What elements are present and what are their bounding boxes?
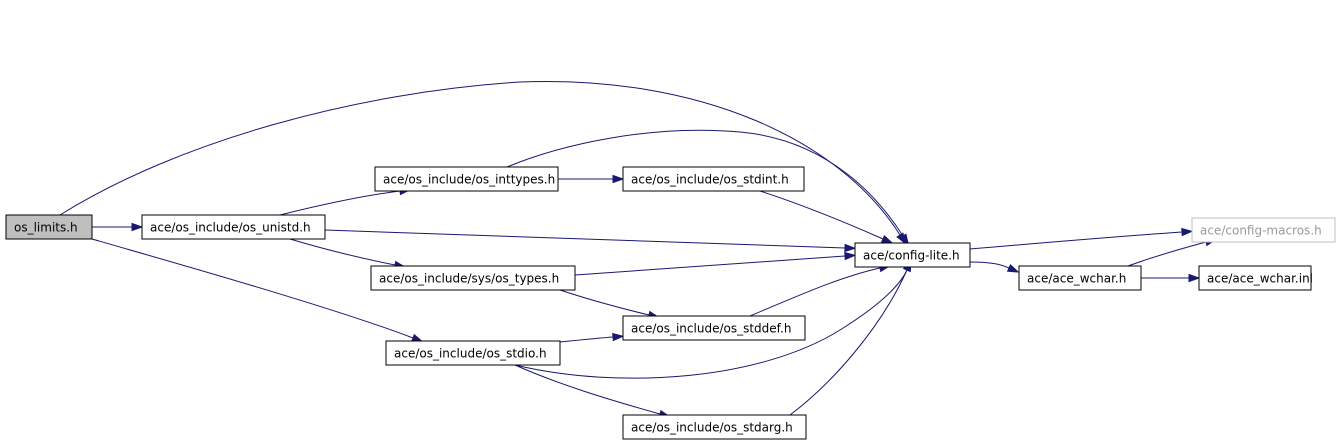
node-label: ace/os_include/os_stddef.h bbox=[631, 322, 791, 336]
edges-layer bbox=[59, 80, 1218, 418]
arrowhead bbox=[844, 243, 857, 253]
edge-os_limits-to-os_unistd bbox=[92, 222, 144, 232]
arrowhead bbox=[1006, 263, 1020, 273]
node-box[interactable] bbox=[854, 242, 971, 268]
node-box[interactable] bbox=[374, 166, 559, 192]
node-config-lite[interactable]: ace/config-lite.h bbox=[854, 242, 971, 268]
edge-line bbox=[514, 269, 908, 379]
edge-line bbox=[574, 255, 846, 276]
arrowhead bbox=[1188, 273, 1201, 283]
edge-line bbox=[506, 129, 904, 237]
node-label: ace/os_include/os_stdarg.h bbox=[631, 421, 793, 435]
node-label: ace/ace_wchar.inl bbox=[1207, 272, 1313, 286]
arrowhead bbox=[880, 234, 894, 244]
node-label: ace/ace_wchar.h bbox=[1027, 272, 1126, 286]
edge-os_stddef-to-config_lite bbox=[749, 264, 892, 317]
edge-line bbox=[289, 238, 396, 266]
node-box[interactable] bbox=[5, 214, 93, 240]
edge-sys_os_types-to-os_stddef bbox=[559, 289, 661, 319]
edge-os_stdio-to-os_stdarg bbox=[514, 364, 672, 418]
node-os-inttypes[interactable]: ace/os_include/os_inttypes.h bbox=[374, 166, 559, 192]
node-os-stdint[interactable]: ace/os_include/os_stdint.h bbox=[622, 166, 805, 192]
edge-os_unistd-to-config_lite bbox=[324, 229, 857, 253]
node-label: ace/os_include/os_inttypes.h bbox=[383, 173, 555, 187]
node-os-stdarg[interactable]: ace/os_include/os_stdarg.h bbox=[622, 414, 807, 440]
node-ace-wchar-inl[interactable]: ace/ace_wchar.inl bbox=[1198, 265, 1313, 291]
edge-sys_os_types-to-config_lite bbox=[574, 251, 857, 276]
edge-os_inttypes-to-os_stdint bbox=[558, 174, 625, 184]
node-config-macros[interactable]: ace/config-macros.h bbox=[1191, 217, 1336, 243]
node-box[interactable] bbox=[1191, 217, 1336, 243]
edge-line bbox=[1127, 241, 1207, 267]
node-os-limits[interactable]: os_limits.h bbox=[5, 214, 93, 240]
arrowhead bbox=[1181, 227, 1194, 237]
edge-os_inttypes-to-config_lite bbox=[506, 129, 910, 246]
edge-os_stdio-to-os_stddef bbox=[559, 332, 625, 343]
arrowhead bbox=[844, 251, 857, 261]
edge-os_stdarg-to-config_lite bbox=[789, 259, 912, 416]
edge-line bbox=[324, 229, 846, 249]
edge-line bbox=[969, 231, 1183, 250]
node-sys-os-types[interactable]: ace/os_include/sys/os_types.h bbox=[370, 265, 576, 291]
node-os-stddef[interactable]: ace/os_include/os_stddef.h bbox=[622, 315, 806, 341]
arrowhead bbox=[899, 233, 910, 246]
edge-os_unistd-to-os_inttypes bbox=[279, 186, 412, 216]
edge-config_lite-to-ace_wchar_h bbox=[969, 261, 1020, 273]
edge-os_stdint-to-config_lite bbox=[759, 190, 894, 244]
node-os-unistd[interactable]: ace/os_include/os_unistd.h bbox=[141, 214, 326, 240]
node-box[interactable] bbox=[370, 265, 576, 291]
node-label: ace/config-lite.h bbox=[863, 249, 960, 263]
arrowhead bbox=[612, 332, 625, 342]
edge-ace_wchar_h-to-ace_wchar_inl bbox=[1141, 273, 1201, 283]
edge-config_lite-to-config_macros bbox=[969, 227, 1194, 250]
edge-line bbox=[559, 336, 614, 343]
edge-line bbox=[969, 261, 1010, 269]
node-box[interactable] bbox=[622, 414, 807, 440]
node-box[interactable] bbox=[385, 340, 561, 366]
arrowhead bbox=[612, 174, 625, 184]
edge-line bbox=[91, 238, 414, 339]
node-label: ace/os_include/sys/os_types.h bbox=[379, 272, 559, 286]
edge-line bbox=[759, 190, 884, 240]
edge-os_unistd-to-sys_os_types bbox=[289, 238, 407, 270]
node-label: ace/config-macros.h bbox=[1200, 224, 1322, 238]
edge-line bbox=[559, 289, 650, 316]
node-box[interactable] bbox=[1198, 265, 1312, 291]
edge-line bbox=[279, 190, 401, 216]
edge-line bbox=[789, 269, 908, 416]
edge-line bbox=[514, 364, 661, 415]
node-box[interactable] bbox=[141, 214, 326, 240]
node-ace-wchar-h[interactable]: ace/ace_wchar.h bbox=[1018, 265, 1142, 291]
edge-line bbox=[59, 80, 901, 236]
arrowhead bbox=[131, 222, 144, 232]
node-box[interactable] bbox=[622, 166, 805, 192]
edge-line bbox=[749, 267, 881, 317]
node-label: ace/os_include/os_unistd.h bbox=[150, 221, 311, 235]
node-label: os_limits.h bbox=[14, 221, 78, 235]
edge-ace_wchar_h-to-config_macros bbox=[1127, 238, 1218, 267]
node-box[interactable] bbox=[622, 315, 806, 341]
node-os-stdio[interactable]: ace/os_include/os_stdio.h bbox=[385, 340, 561, 366]
node-box[interactable] bbox=[1018, 265, 1142, 291]
node-label: ace/os_include/os_stdint.h bbox=[631, 173, 789, 187]
node-label: ace/os_include/os_stdio.h bbox=[394, 347, 547, 361]
